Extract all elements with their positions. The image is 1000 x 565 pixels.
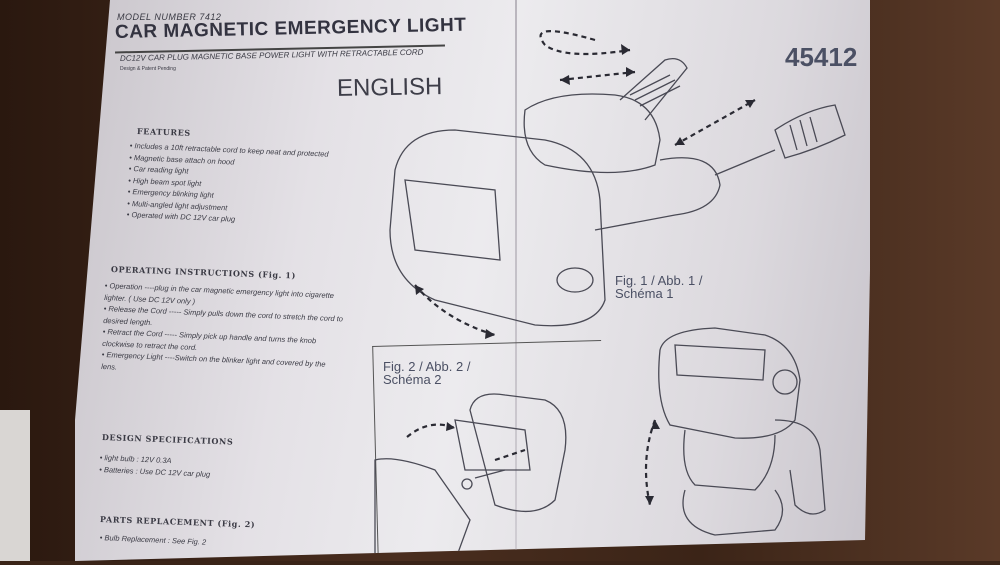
dashed-arrows [406,30,756,506]
double-arrow-icon [414,284,496,337]
double-arrow-icon [559,70,636,82]
arrow-icon [494,448,526,462]
double-arrow-icon [644,419,657,506]
double-arrow-icon [674,99,756,146]
figure-3-drawing [658,327,826,536]
figure-2-label: Fig. 2 / Abb. 2 / Schéma 2 [383,359,471,387]
rotate-arrow-icon [539,30,631,56]
figure-1-label: Fig. 1 / Abb. 1 / Schéma 1 [615,273,703,301]
item-code: 45412 [785,42,858,72]
instruction-sheet: MODEL NUMBER 7412 CAR MAGNETIC EMERGENCY… [75,0,870,561]
background-paper-scrap [0,410,30,561]
figure-2-drawing [374,393,567,561]
paper-fold-line [515,0,517,561]
document-subtitle-small: Design & Patent Pending [120,66,176,72]
figure-1-drawing [389,57,846,327]
product-illustrations [374,30,846,561]
model-number: MODEL NUMBER 7412 [117,12,222,22]
